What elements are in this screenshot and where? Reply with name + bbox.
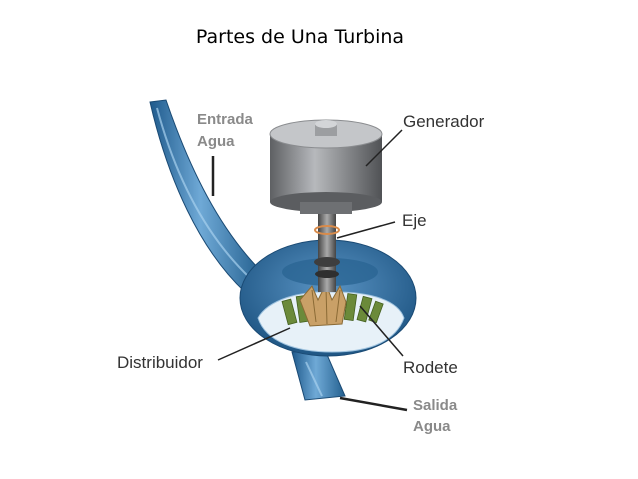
- label-rodete: Rodete: [403, 358, 458, 377]
- inlet-pipe: [149, 99, 263, 293]
- leader-lines: [211, 129, 408, 412]
- leader-rodete: [359, 305, 404, 357]
- title-text: Partes de Una Turbina: [195, 26, 405, 48]
- label-entrada-agua: Agua: [197, 133, 235, 150]
- label-salida: Salida: [413, 397, 458, 414]
- label-salida-agua: Agua: [413, 418, 451, 435]
- leader-generador: [365, 129, 403, 167]
- leader-distribuidor: [217, 327, 291, 361]
- shaft: [314, 212, 340, 292]
- leader-salida: [339, 396, 408, 412]
- label-eje: Eje: [402, 211, 427, 230]
- leader-eje: [336, 221, 396, 239]
- label-entrada: Entrada: [197, 111, 254, 128]
- label-distribuidor: Distribuidor: [117, 353, 203, 372]
- label-generador: Generador: [403, 112, 485, 131]
- outlet-pipe: [291, 349, 346, 401]
- generator: [269, 119, 383, 214]
- page-title: Partes de Una Turbina: [0, 26, 600, 48]
- runner: [299, 282, 347, 327]
